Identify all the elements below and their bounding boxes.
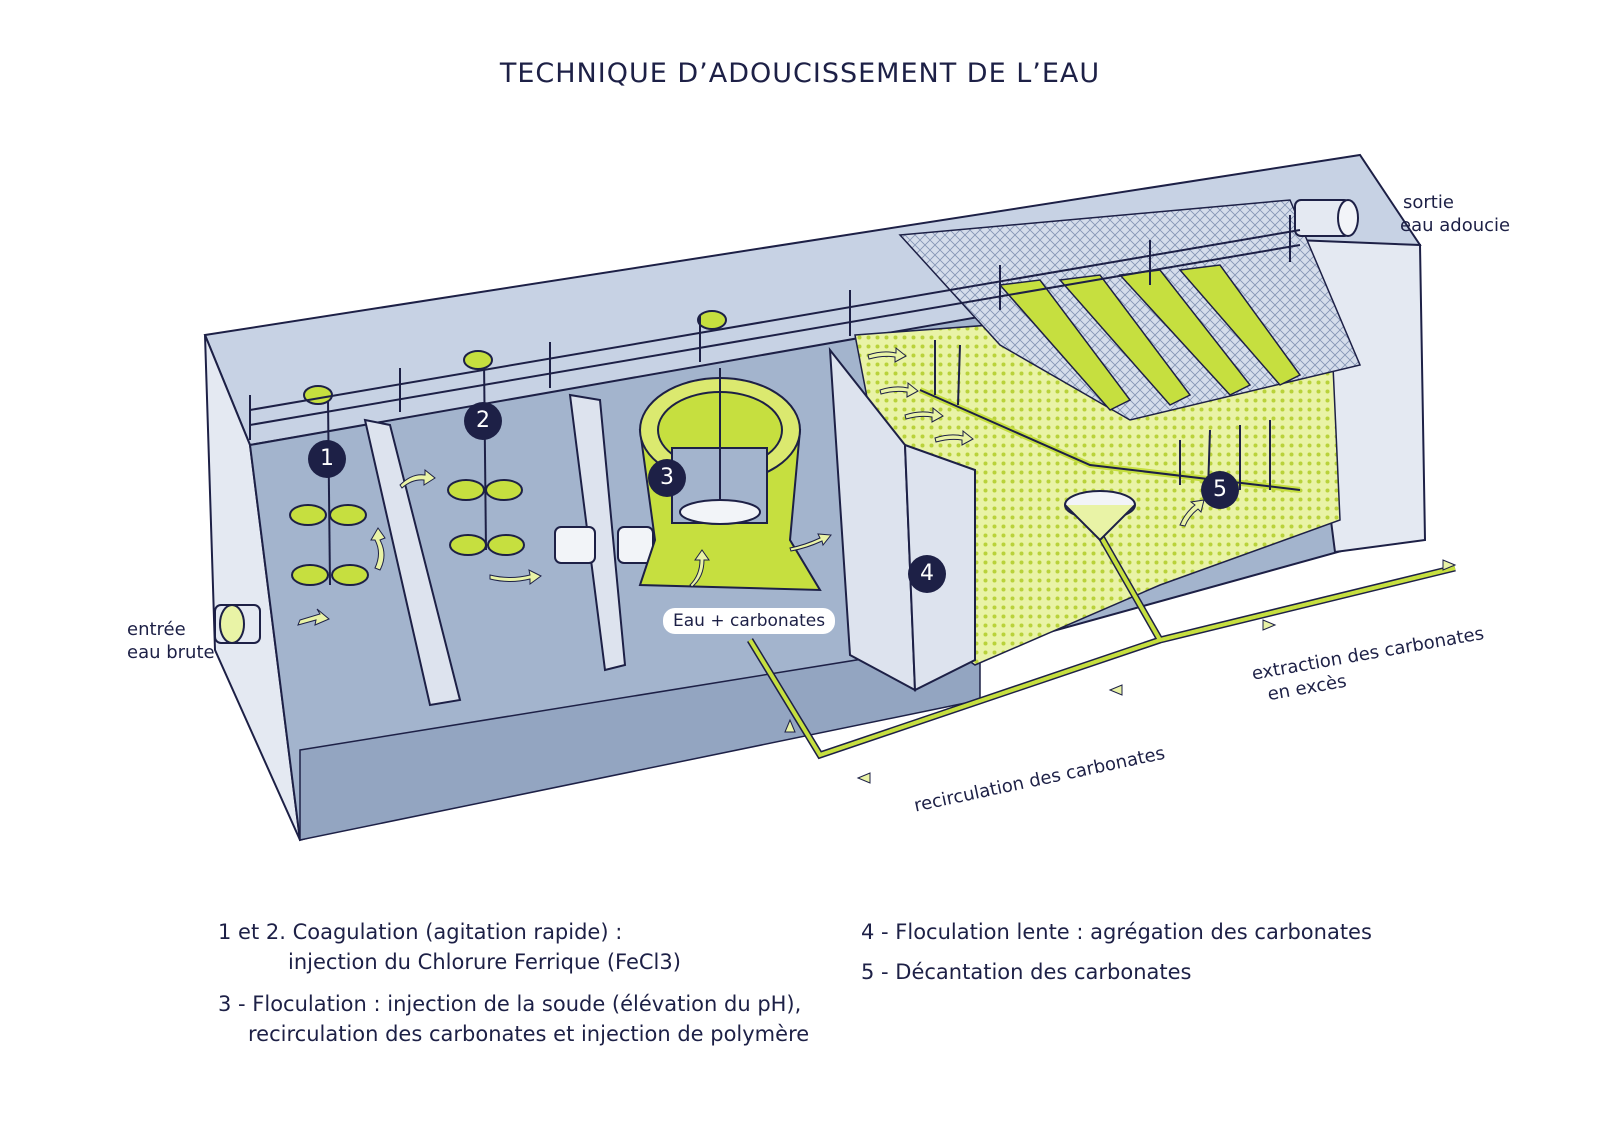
legend-item-1-2-detail: injection du Chlorure Ferrique (FeCl3) (288, 950, 681, 974)
lamella-beams (998, 264, 1302, 411)
flocculator-tank (638, 368, 822, 592)
marker-4: 4 (908, 555, 946, 593)
mixer-3-drive (697, 310, 727, 330)
legend-right: 4 - Floculation lente : agrégation des c… (861, 917, 1372, 987)
outlet-pipe (1294, 199, 1359, 237)
flow-arrows (297, 346, 1457, 784)
sludge-cone (1064, 490, 1136, 542)
mixer-2 (447, 350, 525, 556)
legend-item-3-detail: recirculation des carbonates et injectio… (248, 1022, 810, 1046)
walkway-railing (249, 215, 1301, 440)
diagram-title: TECHNIQUE D’ADOUCISSEMENT DE L’EAU (499, 58, 1101, 89)
inlet-label: entrée eau brute (127, 619, 215, 663)
inlet-pipe (214, 604, 261, 644)
marker-1: 1 (308, 440, 346, 478)
marker-3: 3 (648, 459, 686, 497)
transfer-pipe (554, 526, 654, 564)
water-carbonates-label: Eau + carbonates (663, 608, 836, 634)
legend-item-3: 3 - Floculation : injection de la soude … (218, 992, 802, 1016)
marker-2: 2 (464, 402, 502, 440)
legend-left: 1 et 2. Coagulation (agitation rapide) :… (218, 917, 809, 1049)
legend-item-5: 5 - Décantation des carbonates (861, 960, 1192, 984)
marker-5: 5 (1201, 471, 1239, 509)
mixer-1 (289, 385, 369, 586)
outlet-label: sortie eau adoucie (1400, 192, 1511, 236)
legend-item-4: 4 - Floculation lente : agrégation des c… (861, 920, 1372, 944)
legend-item-1-2: 1 et 2. Coagulation (agitation rapide) : (218, 920, 623, 944)
